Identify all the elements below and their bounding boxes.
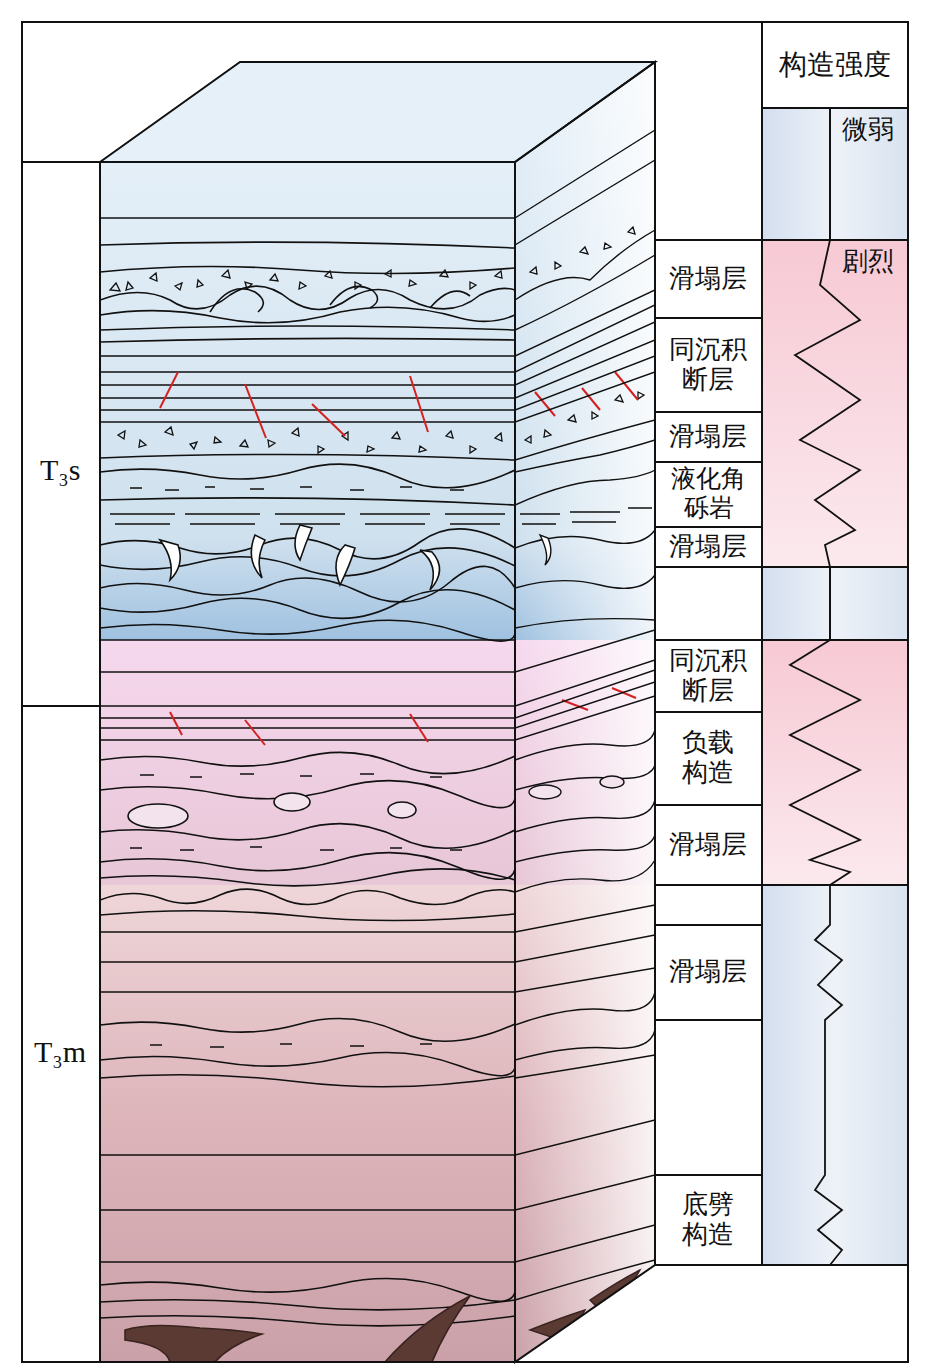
column-header: 构造强度 bbox=[779, 49, 891, 81]
structure-cell: 负载构造 bbox=[682, 728, 734, 788]
structure-cell: 滑塌层 bbox=[669, 830, 747, 860]
structure-cell: 液化角砾岩 bbox=[671, 465, 746, 523]
structure-cell: 同沉积断层 bbox=[669, 335, 747, 395]
structure-cell: 滑塌层 bbox=[669, 422, 747, 452]
formation-label: T₃s bbox=[40, 453, 80, 488]
structure-cell: 滑塌层 bbox=[669, 264, 747, 294]
formation-label: T₃m bbox=[34, 1035, 86, 1070]
structure-cell: 滑塌层 bbox=[669, 532, 747, 562]
structure-cell: 底劈构造 bbox=[682, 1190, 734, 1250]
structure-cell: 滑塌层 bbox=[669, 957, 747, 987]
structure-cell: 同沉积断层 bbox=[669, 646, 747, 706]
intensity-label: 微弱 bbox=[842, 115, 894, 145]
intensity-label: 剧烈 bbox=[842, 247, 894, 277]
